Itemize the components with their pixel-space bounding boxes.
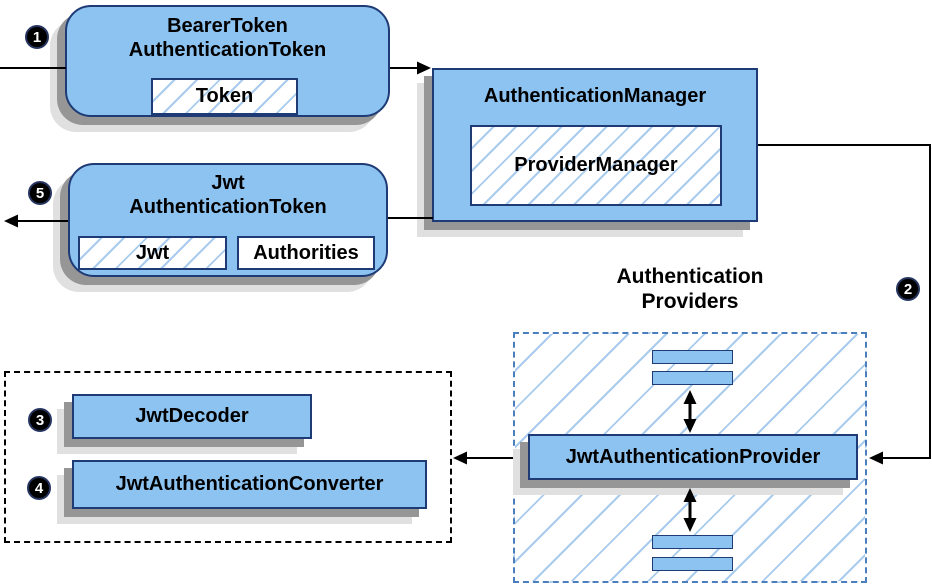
provider-placeholder-bar [652, 371, 733, 385]
provider-placeholder-bar [652, 535, 733, 549]
arrowhead-bearer-to-manager [417, 61, 431, 75]
step-1-badge: 1 [25, 25, 49, 49]
bearer-token-title-line2: AuthenticationToken [128, 39, 327, 61]
jwt-field-label: Jwt [135, 241, 170, 264]
provider-placeholder-bar [652, 350, 733, 364]
provider-placeholder-bar [652, 557, 733, 571]
jwt-decoder-node: JwtDecoder [72, 394, 312, 439]
jwt-token-title-line1: Jwt [211, 172, 245, 194]
arrowhead-jwt-token-out [4, 214, 18, 228]
step-4-badge: 4 [27, 476, 51, 500]
authentication-providers-label-line2: Providers [641, 290, 739, 313]
decoder-converter-group [4, 371, 452, 543]
provider-manager-field: ProviderManager [470, 125, 722, 206]
step-2-number: 2 [903, 280, 913, 298]
provider-manager-label: ProviderManager [514, 154, 678, 176]
jwt-authentication-converter-label: JwtAuthenticationConverter [115, 473, 384, 495]
jwt-authentication-converter-node: JwtAuthenticationConverter [72, 460, 427, 509]
jwt-authentication-provider-node: JwtAuthenticationProvider [528, 434, 858, 480]
token-field-label: Token [195, 85, 254, 107]
jwt-field: Jwt [78, 236, 227, 270]
jwt-decoder-label: JwtDecoder [135, 405, 249, 427]
step-3-badge: 3 [28, 408, 52, 432]
step-5-badge: 5 [28, 181, 52, 205]
step-3-number: 3 [35, 411, 45, 429]
step-2-badge: 2 [896, 277, 920, 301]
jwt-token-title-line2: AuthenticationToken [129, 196, 327, 218]
step-1-number: 1 [32, 28, 42, 46]
bearer-token-title: BearerToken AuthenticationToken [67, 14, 388, 62]
arrowhead-provider-to-decoder-group [453, 451, 467, 465]
authorities-field-label: Authorities [253, 241, 359, 264]
authentication-manager-title: AuthenticationManager [483, 85, 707, 107]
step-4-number: 4 [34, 479, 44, 497]
token-field: Token [151, 78, 298, 115]
jwt-token-title: Jwt AuthenticationToken [70, 171, 386, 219]
step-5-number: 5 [35, 184, 45, 202]
arrowhead-manager-to-provider [869, 451, 883, 465]
bearer-token-title-line1: BearerToken [167, 15, 288, 37]
authentication-providers-label-line1: Authentication [616, 265, 764, 288]
authentication-providers-label: Authentication Providers [523, 264, 857, 314]
authorities-field: Authorities [237, 236, 375, 270]
jwt-authentication-provider-label: JwtAuthenticationProvider [565, 445, 821, 468]
